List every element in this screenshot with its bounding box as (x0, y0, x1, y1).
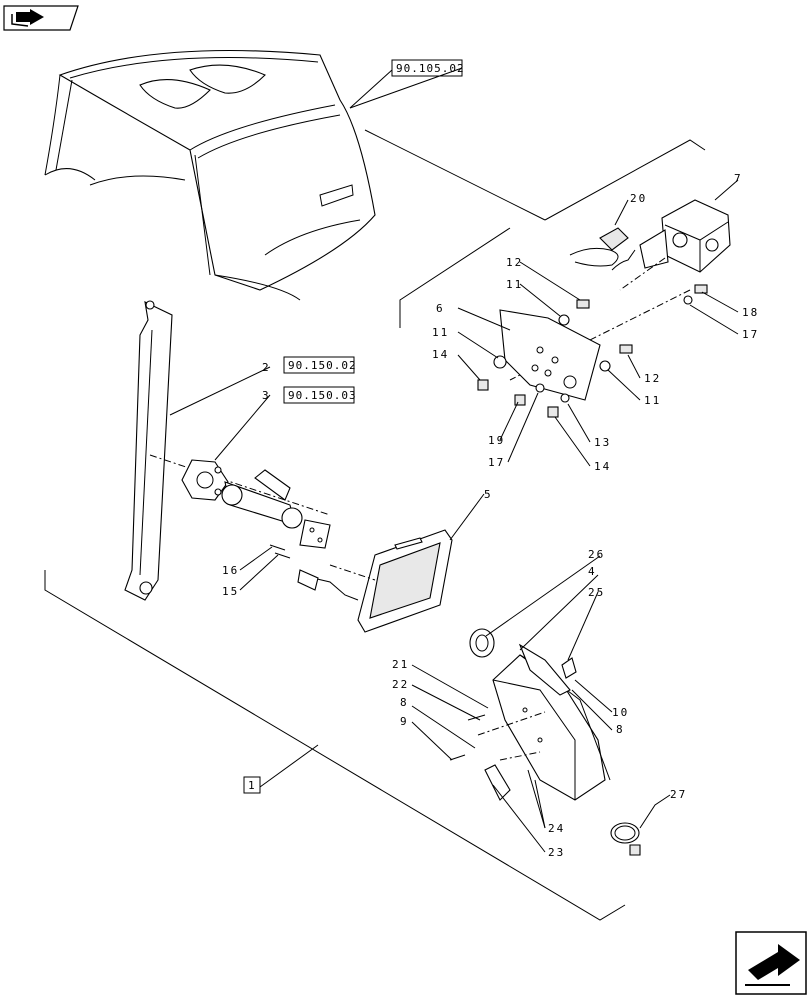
callout-23: 23 (548, 846, 565, 859)
ref-cab-text: 90.105.02 (396, 62, 465, 75)
callout-5: 5 (484, 488, 493, 501)
callout-19: 19 (488, 434, 505, 447)
callout-6: 6 (436, 302, 445, 315)
callout-21: 21 (392, 658, 409, 671)
callout-24: 24 (548, 822, 565, 835)
page-arrow-icon[interactable] (735, 931, 807, 995)
fasteners (477, 284, 708, 418)
callout-17a: 17 (488, 456, 505, 469)
callout-7: 7 (734, 172, 743, 185)
callout-20: 20 (630, 192, 647, 205)
callout-22: 22 (392, 678, 409, 691)
callout-17b: 17 (742, 328, 759, 341)
mounting-plate (499, 309, 601, 401)
ref-box-item3[interactable]: 90.150.03 (283, 386, 357, 404)
callout-8a: 8 (400, 696, 409, 709)
callout-16: 16 (222, 564, 239, 577)
callout-9: 9 (400, 715, 409, 728)
callout-26: 26 (588, 548, 605, 561)
callout-13: 13 (594, 436, 611, 449)
callout-numbers: 2 3 4 5 6 7 8 8 9 10 11 11 11 12 12 13 1… (222, 172, 759, 859)
callout-2: 2 (262, 361, 271, 374)
callout-27: 27 (670, 788, 687, 801)
callout-12b: 12 (644, 372, 661, 385)
ref-main-text: 1 (248, 779, 256, 792)
callout-3: 3 (262, 389, 271, 402)
callout-11a: 11 (506, 278, 523, 291)
work-light-assembly (509, 199, 731, 381)
mounting-arm (124, 300, 173, 601)
storage-housing (449, 628, 641, 856)
ram-mount (149, 454, 331, 549)
leader-lines (169, 67, 739, 853)
callout-4: 4 (588, 565, 597, 578)
ref-item2-text: 90.150.02 (288, 359, 357, 372)
book-arrow-icon[interactable] (3, 5, 79, 31)
callout-8b: 8 (616, 723, 625, 736)
callout-18: 18 (742, 306, 759, 319)
ref-box-main[interactable]: 1 (243, 776, 261, 794)
cab-roof-drawing (44, 49, 376, 301)
ref-item3-text: 90.150.03 (288, 389, 357, 402)
callout-11c: 11 (644, 394, 661, 407)
callout-12a: 12 (506, 256, 523, 269)
ref-box-item2[interactable]: 90.150.02 (283, 356, 357, 374)
callout-11b: 11 (432, 326, 449, 339)
callout-10: 10 (612, 706, 629, 719)
callout-25: 25 (588, 586, 605, 599)
callout-14b: 14 (594, 460, 611, 473)
display-monitor (297, 529, 453, 633)
ref-box-cab[interactable]: 90.105.02 (391, 59, 465, 77)
callout-14a: 14 (432, 348, 449, 361)
callout-15: 15 (222, 585, 239, 598)
